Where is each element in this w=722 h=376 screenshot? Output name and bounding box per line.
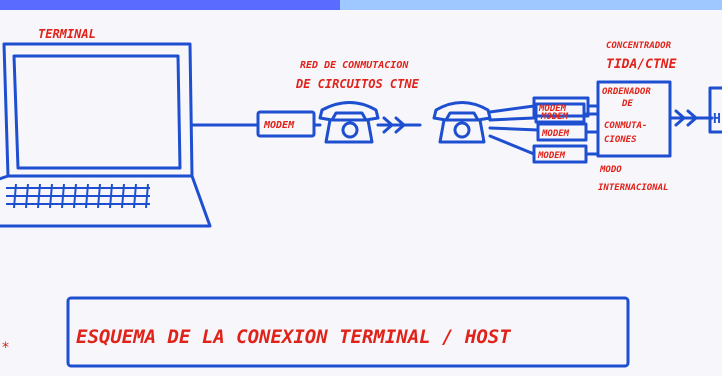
bank-to-switch-lines bbox=[582, 104, 600, 156]
bank-modem-label-2: MODEM bbox=[540, 112, 569, 122]
telephone-icon-2 bbox=[432, 101, 492, 144]
switch-label-line1: ORDENADOR bbox=[602, 87, 651, 97]
arrow-right-icon-4 bbox=[686, 109, 698, 127]
top-color-bar bbox=[0, 0, 722, 10]
margin-mark: * bbox=[2, 340, 9, 356]
terminal-label: TERMINAL bbox=[38, 27, 96, 41]
network-label-line1: RED DE CONMUTACION bbox=[300, 60, 409, 71]
caption-box bbox=[66, 296, 630, 368]
mode-label-line2: INTERNACIONAL bbox=[598, 183, 668, 193]
switch-label-line3: CONMUTA- bbox=[604, 121, 647, 131]
concentrator-label-line1: CONCENTRADOR bbox=[606, 41, 672, 51]
arrow-right-icon-1 bbox=[382, 116, 394, 134]
bank-modem-label-1: MODEM bbox=[538, 104, 567, 114]
terminal-laptop-icon bbox=[0, 42, 212, 228]
fanout-line-3 bbox=[488, 126, 540, 132]
host-label: H bbox=[713, 112, 721, 127]
fanout-line-1 bbox=[488, 104, 536, 114]
fanout-line-2 bbox=[488, 116, 536, 122]
fanout-line-4 bbox=[488, 134, 536, 156]
mode-label-line1: MODO bbox=[599, 165, 622, 175]
telephone-icon-1 bbox=[318, 101, 380, 144]
bank-modem-label-3: MODEM bbox=[541, 129, 570, 139]
switch-label-line2: DE bbox=[621, 99, 633, 109]
top-bar-right bbox=[340, 0, 722, 10]
bank-modem-label-4: MODEM bbox=[537, 151, 566, 161]
concentrator-label-line2: TIDA/CTNE bbox=[606, 57, 677, 72]
caption-text: ESQUEMA DE LA CONEXION TERMINAL / HOST bbox=[76, 326, 511, 348]
arrow-right-icon-3 bbox=[674, 109, 686, 127]
arrow-right-icon-2 bbox=[394, 116, 406, 134]
switch-label-line4: CIONES bbox=[604, 135, 637, 145]
network-label-line2: DE CIRCUITOS CTNE bbox=[295, 77, 420, 91]
host-box bbox=[708, 86, 722, 134]
modem-label: MODEM bbox=[263, 120, 295, 131]
top-bar-left bbox=[0, 0, 340, 10]
